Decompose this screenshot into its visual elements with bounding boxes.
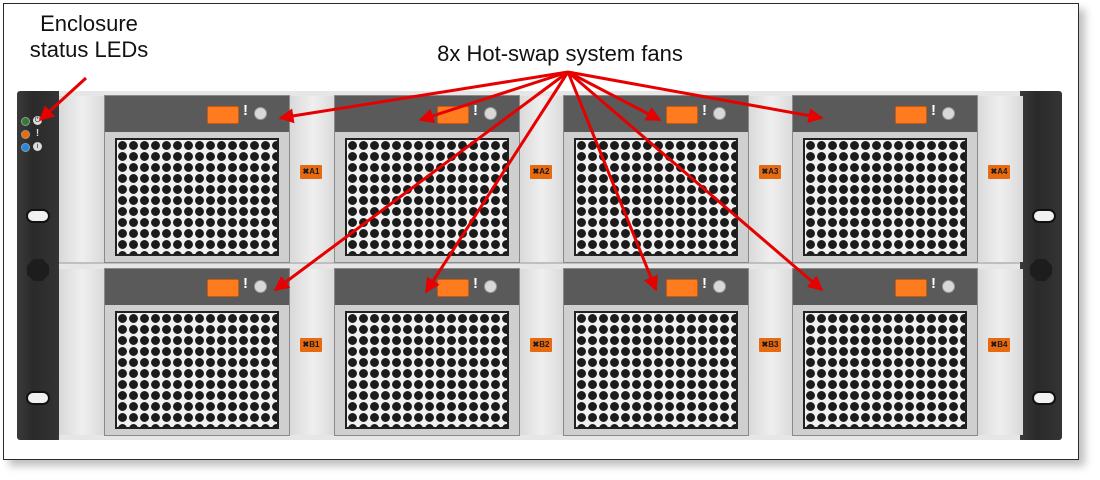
- fan-module-b3[interactable]: !: [563, 268, 749, 436]
- fan-module-a1[interactable]: !: [104, 95, 290, 263]
- fan-arrow-b4: [567, 70, 824, 292]
- right-rack-ear: [1020, 91, 1062, 440]
- fan-arrow-b1: [273, 70, 569, 292]
- bay-separator: [519, 269, 565, 435]
- release-handle[interactable]: [207, 279, 239, 297]
- bay-separator: [59, 269, 105, 435]
- release-handle[interactable]: [207, 106, 239, 124]
- fan-arrow-a1: [278, 70, 569, 124]
- fan-grille: [345, 138, 509, 256]
- fan-status-led: [484, 107, 497, 120]
- led-arrow: [38, 76, 88, 122]
- warning-icon: !: [931, 102, 936, 119]
- power-led: [21, 117, 30, 126]
- fault-led: [21, 130, 30, 139]
- bay-separator: [290, 96, 336, 262]
- warning-icon: !: [702, 275, 707, 292]
- fan-grille: [803, 138, 967, 256]
- fan-bay-label: ✖B2: [530, 338, 552, 352]
- bay-separator: [290, 269, 336, 435]
- fan-arrow-a2: [418, 70, 569, 123]
- bay-separator: [977, 269, 1023, 435]
- fan-grille: [803, 311, 967, 429]
- release-handle[interactable]: [895, 106, 927, 124]
- release-latch-icon: [27, 259, 49, 281]
- release-handle[interactable]: [666, 106, 698, 124]
- status-leds-caption: Enclosure status LEDs: [29, 11, 149, 62]
- fan-grille: [574, 311, 738, 429]
- power-icon: ⏻: [33, 116, 42, 125]
- fan-arrow-a3: [567, 70, 662, 122]
- warning-icon: !: [473, 102, 478, 119]
- fan-status-led: [942, 107, 955, 120]
- bay-separator: [977, 96, 1023, 262]
- warning-icon: !: [931, 275, 936, 292]
- identify-icon: i: [33, 142, 42, 151]
- fan-status-led: [254, 280, 267, 293]
- warning-icon: !: [243, 275, 248, 292]
- fan-bay-label: ✖A3: [759, 165, 781, 179]
- fan-status-led: [254, 107, 267, 120]
- fan-bay-label: ✖B4: [988, 338, 1010, 352]
- rack-slot-icon: [26, 209, 50, 223]
- left-rack-ear: ⏻ ! i: [17, 91, 59, 440]
- fan-module-a2[interactable]: !: [334, 95, 520, 263]
- fan-arrow-b2: [424, 71, 570, 294]
- release-handle[interactable]: [895, 279, 927, 297]
- fan-bay-label: ✖A4: [988, 165, 1010, 179]
- fan-status-led: [484, 280, 497, 293]
- rack-slot-icon: [1032, 391, 1056, 405]
- fan-bay-label: ✖A2: [530, 165, 552, 179]
- fan-module-a4[interactable]: !: [792, 95, 978, 263]
- fan-grille: [115, 138, 279, 256]
- warning-icon: !: [35, 128, 40, 139]
- release-latch-icon: [1030, 259, 1052, 281]
- bay-separator: [748, 269, 794, 435]
- identify-led: [21, 143, 30, 152]
- fan-bay-label: ✖B1: [300, 338, 322, 352]
- rack-slot-icon: [1032, 209, 1056, 223]
- fan-bay-label: ✖A1: [300, 165, 322, 179]
- bay-separator: [59, 96, 105, 262]
- fan-module-b2[interactable]: !: [334, 268, 520, 436]
- bay-separator: [519, 96, 565, 262]
- fan-status-led: [713, 107, 726, 120]
- rack-slot-icon: [26, 391, 50, 405]
- release-handle[interactable]: [666, 279, 698, 297]
- fan-status-led: [942, 280, 955, 293]
- fan-module-b1[interactable]: !: [104, 268, 290, 436]
- fans-caption: 8x Hot-swap system fans: [437, 41, 683, 66]
- fan-module-b4[interactable]: !: [792, 268, 978, 436]
- fan-arrow-a4: [567, 70, 824, 123]
- fan-bay-label: ✖B3: [759, 338, 781, 352]
- fan-grille: [115, 311, 279, 429]
- warning-icon: !: [473, 275, 478, 292]
- fan-grille: [345, 311, 509, 429]
- warning-icon: !: [702, 102, 707, 119]
- fan-status-led: [713, 280, 726, 293]
- warning-icon: !: [243, 102, 248, 119]
- fan-arrow-b3: [566, 71, 658, 292]
